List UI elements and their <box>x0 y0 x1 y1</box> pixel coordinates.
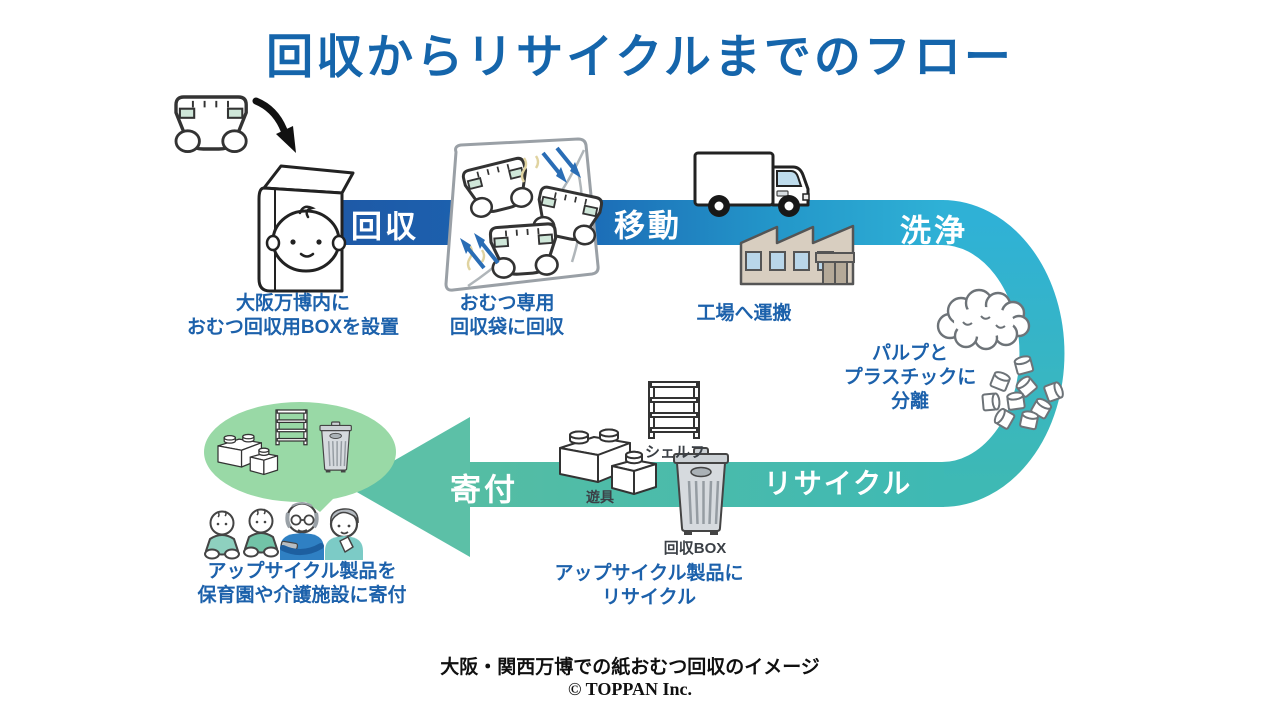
babies-icon <box>204 508 279 560</box>
flow-arrowhead <box>348 417 470 557</box>
donation-bubble <box>204 402 396 512</box>
label-collection-box: 回収BOX <box>663 540 727 557</box>
footer-caption: 大阪・関西万博での紙おむつ回収のイメージ <box>440 657 820 678</box>
caption-separation: パルプと プラスチックに 分離 <box>843 343 977 412</box>
caption-donation: アップサイクル製品を 保育園や介護施設に寄付 <box>197 561 407 606</box>
caption-collection-box: 大阪万博内に おむつ回収用BOXを設置 <box>186 293 400 338</box>
caption-upcycle: アップサイクル製品に リサイクル <box>554 563 744 608</box>
caption-collection-bag: おむつ専用 回収袋に回収 <box>449 293 565 338</box>
curved-arrow-icon <box>252 97 296 153</box>
step-label-wash: 洗浄 <box>900 213 968 249</box>
diaper-icon <box>174 95 248 154</box>
collection-bag-icon <box>444 137 605 292</box>
collection-box-icon <box>257 164 355 293</box>
pulp-cloud-icon <box>936 288 1031 351</box>
caption-factory: 工場へ運搬 <box>696 303 792 324</box>
step-label-collect: 回収 <box>351 209 419 245</box>
page-title: 回収からリサイクルまでのフロー <box>266 30 1014 83</box>
truck-icon <box>693 151 810 217</box>
label-play-equipment: 遊具 <box>586 489 614 505</box>
footer-copyright: © TOPPAN Inc. <box>568 679 692 699</box>
label-shelf: シェルフ <box>644 444 706 461</box>
shelf-icon <box>648 381 700 439</box>
factory-icon <box>739 224 855 286</box>
elderly-couple-icon <box>280 502 363 560</box>
step-label-recycle: リサイクル <box>763 468 913 499</box>
step-label-move: 移動 <box>614 208 682 244</box>
step-label-donate: 寄付 <box>450 472 518 508</box>
